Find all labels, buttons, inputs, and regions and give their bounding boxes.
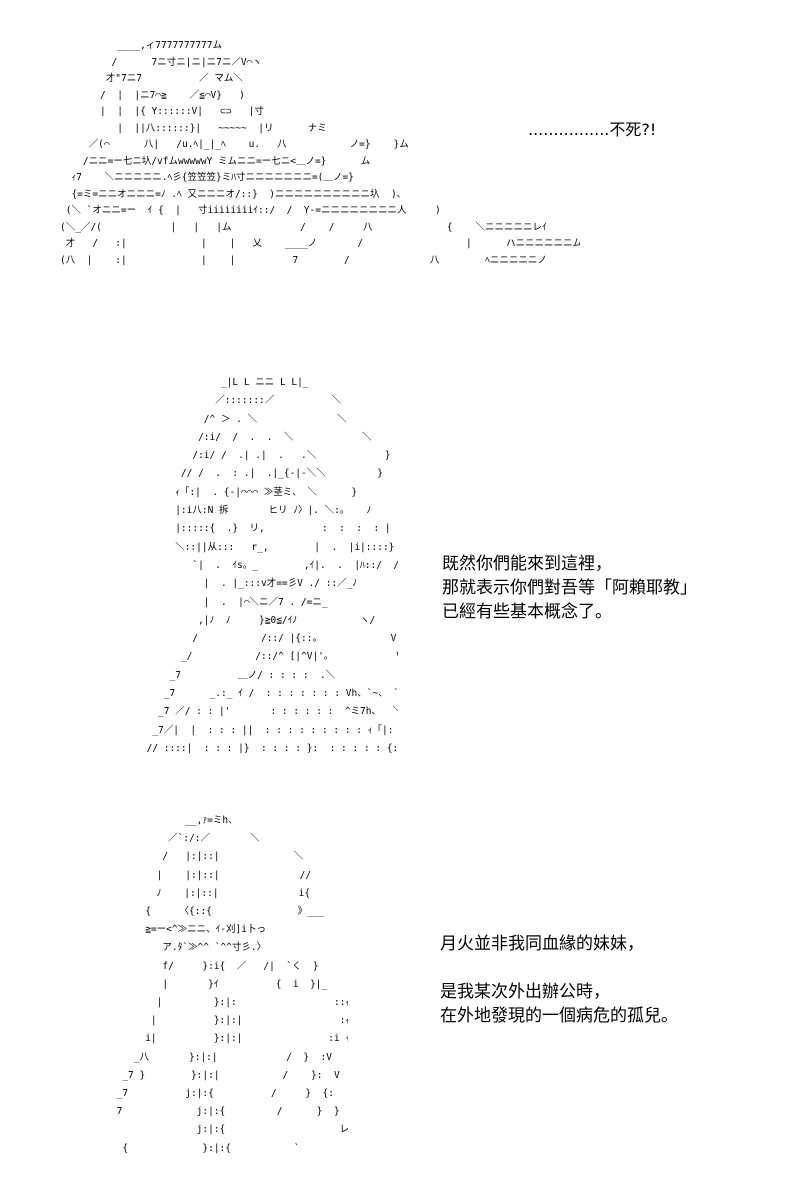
- speech-text: ................不死?!: [528, 120, 657, 139]
- panel-2: _|L L ニニ L L|_ ／:::::::／ ＼ /^ ＞ . ＼ ＼ /:…: [0, 360, 800, 780]
- ascii-art-character: _|L L ニニ L L|_ ／:::::::／ ＼ /^ ＞ . ＼ ＼ /:…: [146, 377, 398, 754]
- dialog-text: 既然你們能來到這裡， 那就表示你們對吾等「阿賴耶教」 已經有些基本概念了。: [442, 554, 697, 622]
- panel-1: ____,ィ7777777777ム / 7ニ寸ニ|ニ|ニ7ニ／V⌒ヽ 才"7ニ7…: [0, 0, 800, 300]
- ascii-art-group: ____,ィ7777777777ム / 7ニ寸ニ|ニ|ニ7ニ／V⌒ヽ 才"7ニ7…: [60, 40, 580, 266]
- dialog-text: 月火並非我同血緣的妹妹， 是我某次外出辦公時， 在外地發現的一個病危的孤兒。: [440, 934, 678, 1026]
- ascii-art-character: __,ｧ=ミh、 ／`:/:／ ＼ / |:|::| ＼ | |:|::| //…: [116, 815, 348, 1154]
- panel-3: __,ｧ=ミh、 ／`:/:／ ＼ / |:|::| ＼ | |:|::| //…: [0, 800, 800, 1170]
